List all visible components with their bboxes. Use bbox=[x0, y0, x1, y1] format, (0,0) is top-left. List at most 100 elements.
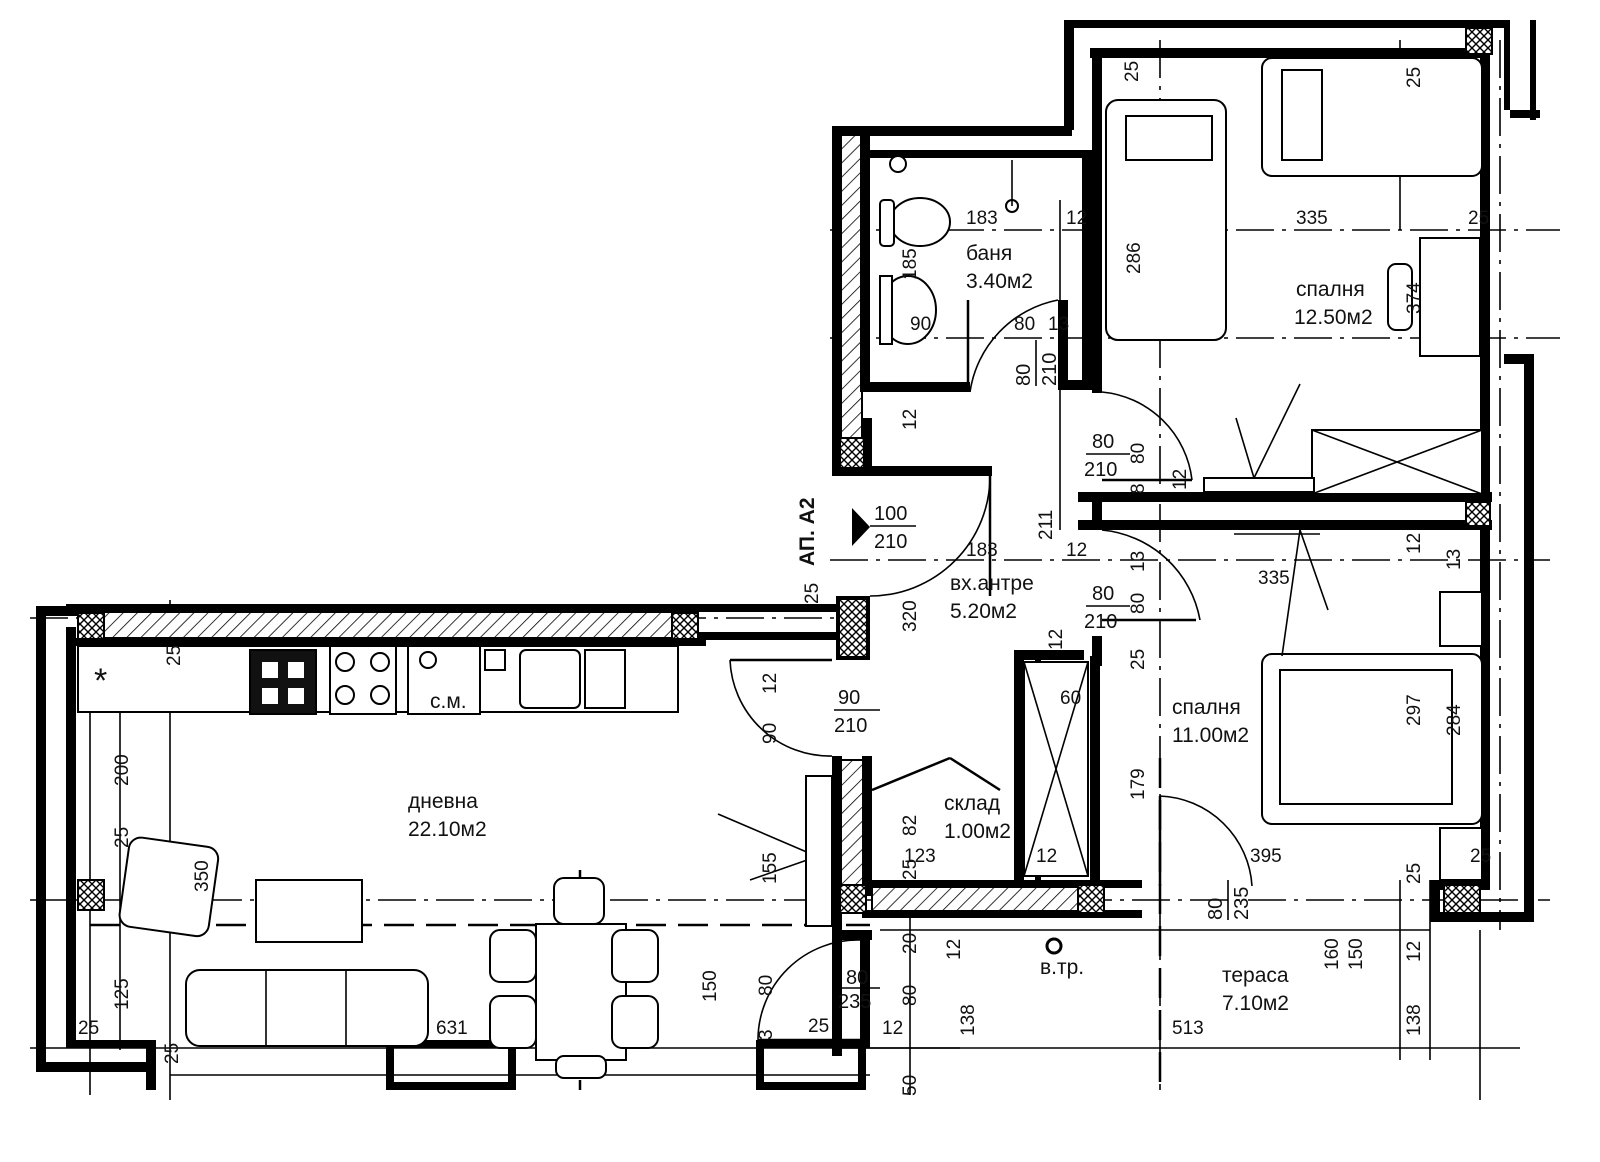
dim-label: 138 bbox=[958, 1004, 979, 1036]
drain-pipe-label: в.тр. bbox=[1040, 956, 1084, 979]
dim-label: 12 bbox=[1036, 846, 1057, 867]
dim-label: 13 bbox=[1444, 549, 1465, 570]
door-living-height: 210 bbox=[834, 715, 867, 737]
dim-label: 82 bbox=[900, 815, 921, 836]
dim-label: 80 bbox=[756, 975, 777, 996]
door-bed1-height: 210 bbox=[1084, 459, 1117, 481]
door-labels: 80 210 80 210 100 210 80 210 90 210 80 2… bbox=[834, 340, 1253, 1013]
dim-label: 25 bbox=[112, 827, 133, 848]
dim-label: 12 bbox=[882, 1018, 903, 1039]
dim-label: 395 bbox=[1250, 846, 1282, 867]
door-entrance-height: 210 bbox=[874, 531, 907, 553]
dim-label: 25 bbox=[78, 1018, 99, 1039]
door-living-width: 90 bbox=[838, 687, 860, 709]
dim-label: 12 bbox=[1046, 629, 1067, 650]
room-name-bathroom: баня bbox=[966, 242, 1012, 265]
dim-label: 350 bbox=[192, 860, 213, 892]
dim-label: 150 bbox=[1346, 938, 1367, 970]
dim-label: 13 bbox=[1128, 551, 1149, 572]
room-area-terrace: 7.10м2 bbox=[1222, 992, 1289, 1015]
dim-label: 90 bbox=[760, 723, 781, 744]
dim-label: 25 bbox=[802, 583, 823, 604]
dim-label: 25 bbox=[164, 645, 185, 666]
room-name-living: дневна bbox=[408, 790, 478, 813]
washing-machine-label: с.м. bbox=[430, 690, 467, 713]
room-area-bedroom2: 11.00м2 bbox=[1172, 724, 1249, 747]
dim-label: 80 bbox=[1014, 314, 1035, 335]
dim-label: 25 bbox=[1404, 67, 1425, 88]
dim-label: 183 bbox=[966, 540, 998, 561]
room-area-bedroom1: 12.50м2 bbox=[1294, 306, 1373, 329]
door-bath-width: 80 bbox=[1013, 364, 1035, 386]
dim-label: 12 bbox=[1404, 533, 1425, 554]
dim-label: 183 bbox=[966, 208, 998, 229]
room-name-storage: склад bbox=[944, 792, 1000, 815]
dim-label: 25 bbox=[162, 1043, 183, 1064]
dim-label: 90 bbox=[910, 314, 931, 335]
dim-label: 160 bbox=[1322, 938, 1343, 970]
door-bed2-width: 80 bbox=[1092, 583, 1114, 605]
dim-label: 335 bbox=[1296, 208, 1328, 229]
dim-label: 25 bbox=[1404, 863, 1425, 884]
kitchen-furniture bbox=[77, 645, 679, 715]
dim-label: 374 bbox=[1404, 282, 1425, 314]
dim-label: 335 bbox=[1258, 568, 1290, 589]
dim-label: 200 bbox=[112, 754, 133, 786]
door-bed1-width: 80 bbox=[1092, 431, 1114, 453]
dim-label: 185 bbox=[900, 248, 921, 280]
dim-label: 12 bbox=[900, 409, 921, 430]
dim-label: 284 bbox=[1444, 704, 1465, 736]
dim-label: 50 bbox=[900, 1075, 921, 1096]
dim-label: 25 bbox=[808, 1016, 829, 1037]
dim-label: 8 bbox=[1128, 483, 1149, 494]
dim-label: 80 bbox=[1128, 593, 1149, 614]
columns bbox=[77, 27, 1493, 914]
dim-label: 125 bbox=[112, 978, 133, 1010]
apartment-label: АП. А2 bbox=[796, 498, 819, 567]
dim-label: 80 bbox=[900, 985, 921, 1006]
dim-label: 179 bbox=[1128, 768, 1149, 800]
dim-label: 320 bbox=[900, 600, 921, 632]
dimension-labels: 183 12 335 25 80 13 90 183 12 335 60 123… bbox=[78, 61, 1491, 1096]
dim-label: 25 bbox=[900, 859, 921, 880]
dim-label: 286 bbox=[1124, 242, 1145, 274]
dim-label: 12 bbox=[944, 939, 965, 960]
drain-pipe-icon bbox=[1045, 937, 1063, 955]
room-area-storage: 1.00м2 bbox=[944, 820, 1011, 843]
room-name-bedroom2: спалня bbox=[1172, 696, 1241, 719]
dim-label: 60 bbox=[1060, 688, 1081, 709]
door-terrace-bed-width: 80 bbox=[1205, 898, 1227, 920]
dim-label: 513 bbox=[1172, 1018, 1204, 1039]
dim-label: 12 bbox=[1066, 208, 1087, 229]
dim-label: 25 bbox=[1468, 208, 1489, 229]
dim-label: 12 bbox=[760, 673, 781, 694]
door-swings bbox=[729, 299, 1253, 1042]
bathroom-fixtures bbox=[879, 155, 1019, 345]
dim-label: 80 bbox=[1128, 443, 1149, 464]
dim-label: 155 bbox=[760, 852, 781, 884]
room-name-hall: вх.антре bbox=[950, 572, 1034, 595]
bedroom1-furniture bbox=[1105, 57, 1483, 495]
fridge-symbol: * bbox=[94, 662, 107, 700]
dim-label: 25 bbox=[1122, 61, 1143, 82]
door-entrance-width: 100 bbox=[874, 503, 907, 525]
door-terrace-living-width: 80 bbox=[846, 967, 868, 989]
dim-label: 297 bbox=[1404, 694, 1425, 726]
room-name-terrace: тераса bbox=[1222, 964, 1289, 987]
dim-label: 13 bbox=[1048, 314, 1069, 335]
dim-label: 631 bbox=[436, 1018, 468, 1039]
room-area-hall: 5.20м2 bbox=[950, 600, 1017, 623]
dim-label: 12 bbox=[1404, 941, 1425, 962]
dim-label: 123 bbox=[904, 846, 936, 867]
dim-label: 138 bbox=[1404, 1004, 1425, 1036]
living-furniture bbox=[118, 775, 833, 1079]
entrance-arrow-icon bbox=[852, 508, 870, 546]
dim-label: 150 bbox=[700, 970, 721, 1002]
dim-label: 20 bbox=[900, 933, 921, 954]
door-bath-height: 210 bbox=[1039, 353, 1061, 386]
dim-label: 25 bbox=[1470, 846, 1491, 867]
room-labels: баня 3.40м2 спалня 12.50м2 вх.антре 5.20… bbox=[94, 242, 1373, 1015]
room-area-bathroom: 3.40м2 bbox=[966, 270, 1033, 293]
dim-label: 25 bbox=[1128, 649, 1149, 670]
